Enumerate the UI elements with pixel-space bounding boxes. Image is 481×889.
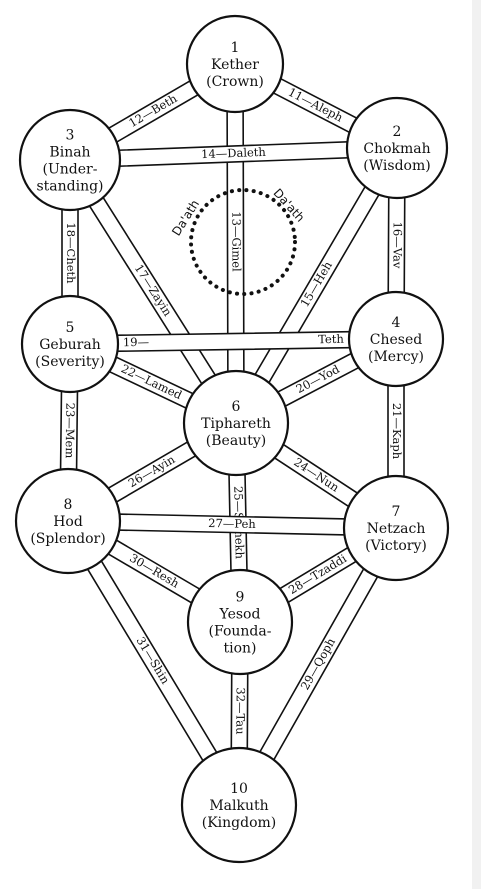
- sephirah-circle: [18, 108, 122, 212]
- path-label: 13—Gimel: [229, 211, 243, 272]
- path-label: 17—Zayin: [132, 262, 175, 319]
- path-label: 23—Mem: [63, 403, 78, 459]
- sephirah-label: (Beauty): [206, 433, 266, 449]
- sephirah-circle: [14, 467, 122, 575]
- sephirah-label: Malkuth: [209, 798, 268, 814]
- path-label: 16—Vav: [390, 222, 404, 269]
- sephirah-number: 9: [236, 590, 245, 606]
- sephirah-number: 8: [64, 497, 73, 513]
- sephirah-circle: [180, 746, 298, 864]
- sephirah-number: 10: [230, 781, 248, 797]
- sephirah-circle: [20, 294, 120, 394]
- sephirah-label: (Crown): [206, 74, 264, 90]
- sephirah-label: Netzach: [367, 521, 426, 537]
- sephirah-number: 7: [392, 504, 401, 520]
- path-label-secondary: Teth: [318, 332, 344, 346]
- sephirah-label: (Victory): [365, 538, 427, 554]
- sephirah-label: Chesed: [370, 332, 422, 348]
- sephirah-label: Yesod: [219, 607, 261, 623]
- sephirah-circle: [182, 369, 290, 477]
- sephirah-label: Tiphareth: [201, 416, 271, 432]
- sephirah-label: (Founda-: [209, 624, 272, 640]
- sephirah-circle: [186, 568, 294, 676]
- sephirah-number: 3: [66, 128, 75, 144]
- sephirah-label: Binah: [49, 145, 90, 161]
- path-label: 27—Peh: [208, 516, 256, 531]
- sephirah-label: (Wisdom): [363, 158, 430, 174]
- sephirah-label: (Mercy): [368, 349, 424, 365]
- sephirah-number: 2: [393, 124, 402, 140]
- sephirah-number: 1: [231, 40, 240, 56]
- sephirah-label: (Severity): [35, 354, 105, 370]
- path-label: 29—Qoph: [298, 635, 339, 692]
- path-label: 32—Tau: [233, 687, 247, 734]
- sephirah-circle: [185, 14, 285, 114]
- sephirah-label: (Kingdom): [202, 815, 277, 831]
- daath-ring: [189, 188, 297, 296]
- sephirah-number: 4: [392, 315, 401, 331]
- sephirah-label: Geburah: [39, 337, 101, 353]
- daath-label-right: Da'ath: [271, 186, 308, 225]
- sephirah-number: 5: [66, 320, 75, 336]
- sephirah-circle: [347, 290, 445, 388]
- sephirah-label: standing): [36, 179, 103, 195]
- path-label: 14—Daleth: [201, 145, 267, 161]
- page-edge-shade: [472, 0, 481, 889]
- sephirah-label: Chokmah: [363, 141, 430, 157]
- sephirah-label: (Splendor): [30, 531, 105, 547]
- sephirah-circle: [342, 474, 450, 582]
- path-label: 19—: [123, 335, 149, 349]
- path-label: 18—Cheth: [64, 222, 78, 284]
- path-label: 28—Tzaddi: [286, 551, 349, 597]
- sephirah-number: 6: [232, 399, 241, 415]
- sephirah-label: (Under-: [43, 162, 98, 178]
- sephirah-label: Hod: [53, 514, 83, 530]
- path-label: 22—Lamed: [119, 361, 185, 402]
- sephirah-circle: [345, 96, 449, 200]
- sephirah-label: tion): [223, 641, 256, 657]
- path-label: 21—Kaph: [390, 403, 404, 460]
- sephirah-label: Kether: [211, 57, 259, 73]
